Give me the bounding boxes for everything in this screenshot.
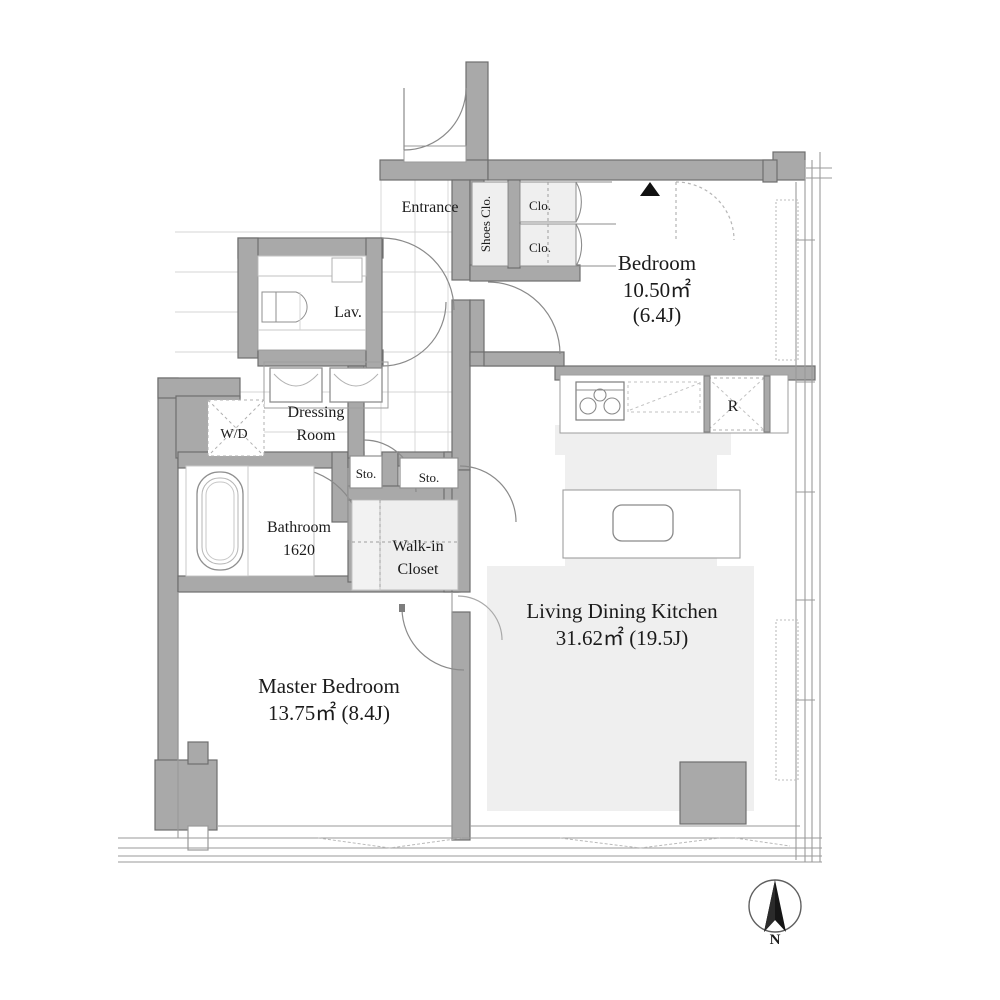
shoes-closet-box bbox=[471, 181, 509, 267]
kitchen-sink bbox=[612, 504, 674, 542]
storage-box-2 bbox=[399, 457, 459, 489]
vanity-left bbox=[269, 367, 323, 403]
compass-north-label: N bbox=[770, 932, 781, 948]
label-dressing-line1: Dressing bbox=[288, 404, 345, 421]
label-master-line1: Master Bedroom bbox=[258, 674, 400, 698]
label-bedroom-line1: Bedroom bbox=[618, 251, 696, 275]
kitchen bbox=[559, 374, 789, 559]
label-ldk-line1: Living Dining Kitchen bbox=[526, 599, 718, 623]
label-bedroom-line3: (6.4J) bbox=[633, 303, 681, 327]
lavatory-fixtures bbox=[257, 255, 367, 351]
ldk-column bbox=[679, 761, 747, 825]
compass-rose: N bbox=[748, 879, 802, 948]
vanity-right bbox=[329, 367, 383, 403]
label-storage-2: Sto. bbox=[419, 470, 440, 485]
gas-stove bbox=[575, 381, 625, 421]
toilet bbox=[261, 291, 308, 323]
dressing-vanities bbox=[263, 361, 389, 409]
label-lavatory: Lav. bbox=[334, 304, 362, 321]
refrigerator-space bbox=[707, 377, 765, 431]
label-bathroom-line2: 1620 bbox=[283, 542, 315, 559]
storage-box-1 bbox=[349, 455, 383, 489]
label-walkin-line1: Walk-in bbox=[392, 538, 443, 555]
storage-boxes bbox=[349, 455, 459, 489]
label-washer-dryer: W/D bbox=[220, 427, 247, 442]
label-entrance: Entrance bbox=[402, 199, 459, 216]
walk-in-closet-shelving bbox=[351, 499, 459, 591]
thin-structure-lines bbox=[118, 152, 832, 863]
washer-dryer-space bbox=[207, 399, 265, 457]
closet-group bbox=[471, 181, 616, 267]
structural-column bbox=[154, 759, 218, 831]
room-labels: Entrance Shoes Clo. Clo. Clo. Lav. W/D D… bbox=[220, 196, 738, 725]
label-dressing-line2: Room bbox=[296, 427, 336, 444]
label-ldk-line2: 31.62㎡ (19.5J) bbox=[556, 626, 688, 650]
label-master-line2: 13.75㎡ (8.4J) bbox=[268, 701, 390, 725]
label-shoes-closet: Shoes Clo. bbox=[478, 196, 493, 252]
entry-direction-marker bbox=[640, 182, 660, 196]
window-opening-marks bbox=[317, 837, 791, 849]
label-bathroom-line1: Bathroom bbox=[267, 519, 332, 536]
label-bedroom-line2: 10.50㎡ bbox=[623, 278, 691, 302]
label-refrigerator: R bbox=[728, 398, 739, 415]
label-walkin-line2: Closet bbox=[398, 561, 439, 578]
kitchen-island bbox=[562, 489, 741, 559]
label-closet-1: Clo. bbox=[529, 198, 551, 213]
label-storage-1: Sto. bbox=[356, 466, 377, 481]
label-closet-2: Clo. bbox=[529, 240, 551, 255]
bathtub bbox=[185, 465, 315, 577]
